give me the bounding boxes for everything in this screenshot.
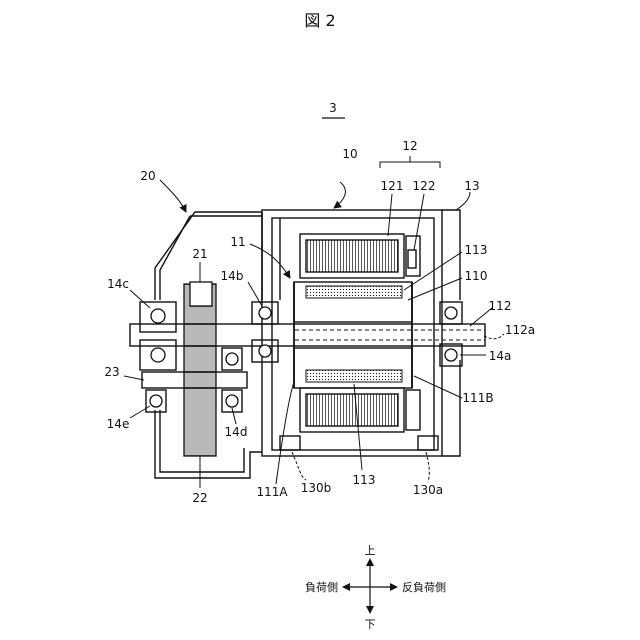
arrow-right-head: [390, 583, 398, 591]
frame-right-lower: [442, 360, 460, 456]
leader-122: [414, 194, 424, 250]
arrow-left-head: [342, 583, 350, 591]
leader-23: [124, 376, 144, 380]
label-shaft-hole: 112a: [505, 323, 535, 337]
shaft: [130, 324, 485, 346]
leader-121: [388, 194, 392, 236]
bearing-14a-ball: [445, 349, 457, 361]
leader-110: [408, 278, 462, 300]
label-coil: 122: [413, 179, 436, 193]
direction-indicator: 上 下 負荷側 反負荷側: [305, 544, 446, 631]
label-vent-b: 130b: [301, 481, 332, 495]
arrow-up-head: [366, 558, 374, 566]
leader-113-upper: [404, 252, 462, 290]
label-bearing-c: 14c: [107, 277, 129, 291]
direction-anti-load-side: 反負荷側: [402, 581, 446, 594]
label-pinion: 21: [192, 247, 207, 261]
label-end-plate-a: 111A: [256, 485, 288, 499]
label-end-plate-b: 111B: [462, 391, 493, 405]
coil-upper-inner: [408, 250, 416, 268]
leader-20: [160, 180, 186, 212]
leader-13: [456, 192, 470, 210]
bearing-14c-ball: [151, 309, 165, 323]
label-countershaft: 23: [104, 365, 119, 379]
vent-130a: [418, 436, 438, 450]
bearing-pinion-lower-ball: [151, 348, 165, 362]
direction-down: 下: [365, 618, 376, 631]
pinion-shaft-end: [190, 282, 212, 306]
direction-load-side: 負荷側: [305, 581, 338, 594]
label-gear-case: 20: [140, 169, 155, 183]
stator-lower-laminations: [306, 394, 398, 426]
label-stator-core: 121: [381, 179, 404, 193]
magnet-lower: [306, 370, 402, 382]
label-assembly: 3: [329, 101, 337, 115]
coil-lower: [406, 390, 420, 430]
leader-111b: [414, 376, 462, 398]
label-stator: 12: [402, 139, 417, 153]
leader-111a: [276, 382, 294, 484]
figure-title: 図 2: [304, 11, 335, 30]
bearing-14d-ball: [226, 395, 238, 407]
bearing-14b-ball: [259, 307, 271, 319]
label-bearing-b: 14b: [221, 269, 244, 283]
leader-11: [250, 244, 290, 278]
label-magnet-upper: 113: [465, 243, 488, 257]
label-vent-a: 130a: [413, 483, 443, 497]
label-rotor-core: 110: [465, 269, 488, 283]
leader-14d: [232, 408, 236, 424]
stator-upper-laminations: [306, 240, 398, 272]
label-magnet-lower: 113: [353, 473, 376, 487]
direction-up: 上: [365, 544, 376, 557]
label-bearing-d: 14d: [225, 425, 248, 439]
label-rotor: 11: [230, 235, 245, 249]
magnet-upper: [306, 286, 402, 298]
pinion-gear-teeth: [184, 284, 216, 456]
label-motor: 10: [342, 147, 357, 161]
bearing-14d-upper-ball: [226, 353, 238, 365]
bearing-14e-ball: [150, 395, 162, 407]
leader-10: [334, 182, 345, 208]
bearing-14a-upper-ball: [445, 307, 457, 319]
bearing-14b-lower-ball: [259, 345, 271, 357]
label-shaft: 112: [489, 299, 512, 313]
leader-112a: [484, 334, 504, 339]
label-bearing-a: 14a: [489, 349, 512, 363]
label-frame: 13: [464, 179, 479, 193]
label-bearing-e: 14e: [107, 417, 130, 431]
label-gear: 22: [192, 491, 207, 505]
brace-12: [380, 156, 440, 168]
arrow-down-head: [366, 606, 374, 614]
